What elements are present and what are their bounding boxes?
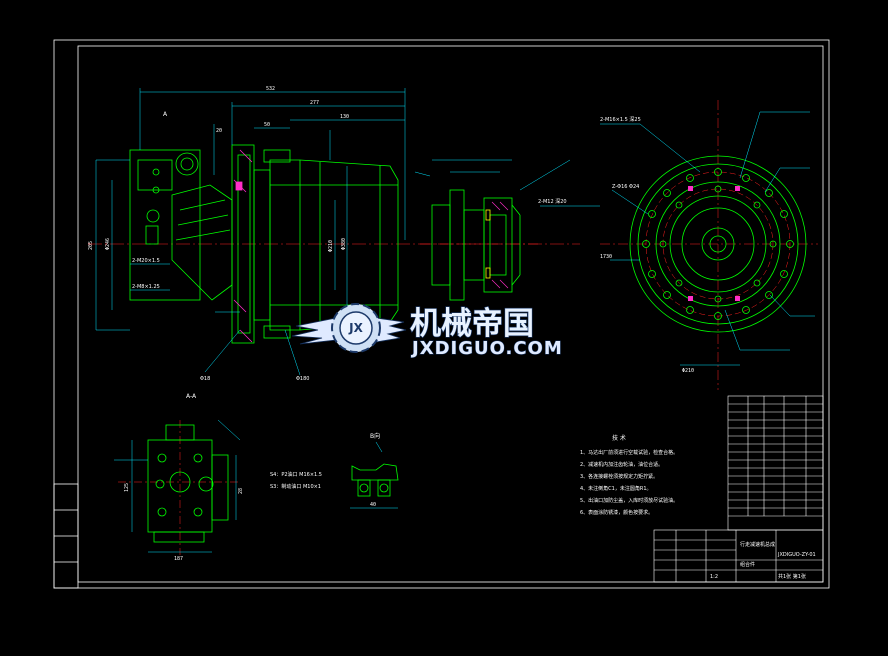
section-label-a: A (163, 111, 168, 118)
tech-item-6: 6、表面涂防锈漆，颜色按要求。 (580, 509, 653, 516)
callout-6: 2-M16×1.5 深25 (600, 116, 641, 123)
title-material: 组合件 (740, 561, 755, 568)
dim-dia-right: Φ210 (328, 240, 334, 252)
detail-section-view: 2-M12 深20 (420, 159, 600, 301)
title-project-name: 行走减速机总成 (740, 541, 775, 548)
watermark-badge: JX (348, 321, 363, 335)
drawing-frame (53, 39, 830, 589)
title-sheet: 共1张 第1张 (778, 573, 806, 580)
tech-title: 技 术 (612, 434, 626, 442)
title-block (653, 395, 824, 583)
callout-1: 2-M20×1.5 (132, 258, 160, 264)
callout-3: Φ18 (200, 376, 210, 382)
tech-item-1: 1、马达出厂前须进行空载试验，检查合格。 (580, 449, 678, 456)
view-b: B向 40 (350, 432, 399, 509)
aa-note-2: S3：制动油口 M10×1 (270, 483, 321, 490)
callout-2: 2-M8×1.25 (132, 284, 160, 290)
view-aa: A-A 187 125 28 (114, 393, 244, 562)
dim-aa-side: 28 (238, 488, 244, 494)
tech-requirements: 技 术 1、马达出厂前须进行空载试验，检查合格。 2、减速机内加注齿轮油，油位合… (580, 434, 678, 516)
port-fitting-icon (175, 152, 199, 176)
title-scale: 1:2 (710, 574, 718, 580)
bolt-hole-ring (642, 168, 794, 320)
dim-side: 1730 (600, 254, 612, 260)
dim-end-radius: Φ210 (682, 368, 694, 374)
aa-note-1: S4：P2油口 M16×1.5 (270, 471, 322, 478)
watermark-chinese: 机械帝国 (410, 306, 534, 342)
dim-aa-height: 125 (124, 483, 130, 492)
tech-item-5: 5、出油口加防尘盖，入库时须放尽试验油。 (580, 497, 678, 504)
dim-height-left: 205 (88, 241, 94, 250)
dim-overall-length: 532 (266, 86, 275, 92)
tech-item-2: 2、减速机内加注齿轮油，油位合适。 (580, 461, 663, 468)
dim-b-width: 40 (370, 502, 376, 508)
tech-item-3: 3、各连接螺栓须按规定力矩拧紧。 (580, 473, 658, 480)
dim-dia-main: Φ380 (341, 238, 347, 250)
dim-length-4: 50 (264, 122, 270, 128)
dim-length-3: 130 (340, 114, 349, 120)
callout-7: Z-Φ16 Φ24 (612, 184, 639, 190)
watermark-english: JXDIGUO.COM (410, 338, 563, 359)
callout-5: 2-M12 深20 (538, 198, 567, 205)
main-view: 532 277 130 50 20 205 Φ246 Φ380 Φ210 A 2… (88, 86, 580, 382)
watermark: JX 机械帝国 JXDIGUO.COM (291, 303, 563, 360)
section-label-aa: A-A (186, 393, 197, 400)
dim-length-5: 20 (216, 128, 222, 134)
dim-aa-width: 187 (174, 556, 183, 562)
callout-4: Φ180 (296, 376, 309, 382)
title-drawing-no: JXDIGUO-ZY-01 (777, 552, 816, 558)
end-view: 2-M16×1.5 深25 Z-Φ16 Φ24 Φ210 1730 (600, 100, 818, 390)
aa-notes: S4：P2油口 M16×1.5 S3：制动油口 M10×1 (270, 471, 322, 490)
tech-item-4: 4、未注倒角C1，未注圆角R1。 (580, 485, 652, 492)
section-label-b: B向 (370, 432, 380, 440)
dim-dia-hub: Φ246 (105, 238, 111, 250)
dim-length-2: 277 (310, 100, 319, 106)
